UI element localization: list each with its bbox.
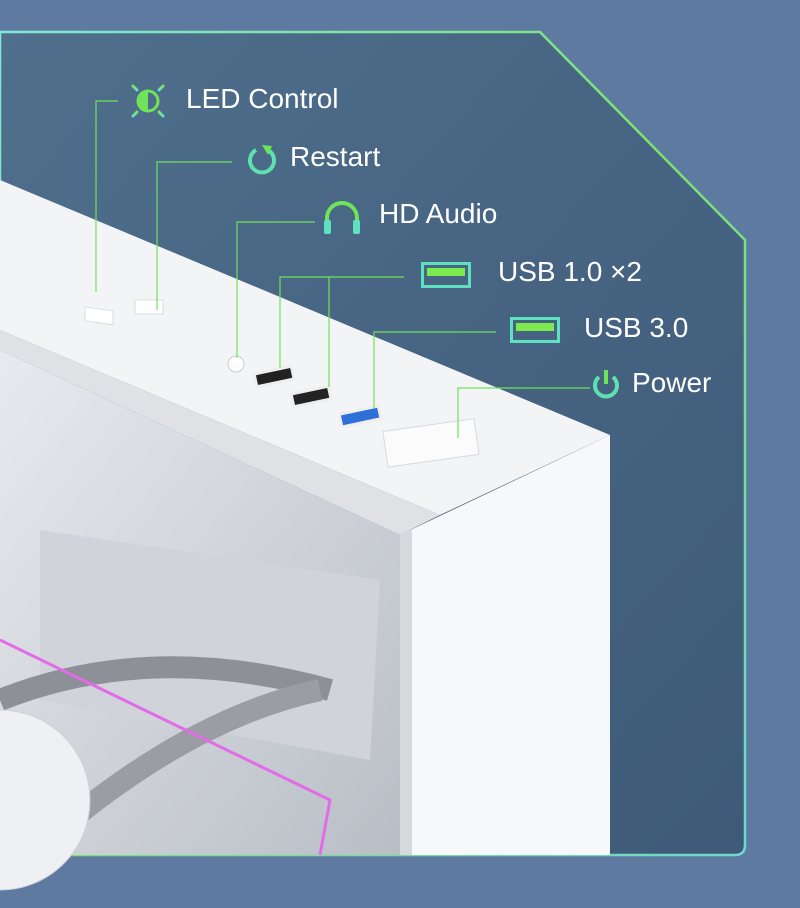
callout-usb-3: USB 3.0 — [584, 312, 689, 343]
usb-port-icon — [421, 262, 471, 288]
headphones-icon — [324, 201, 360, 234]
callout-hd-audio: HD Audio — [379, 198, 498, 229]
power-icon — [593, 370, 619, 399]
usb-port-icon — [510, 317, 560, 343]
callout-led-control: LED Control — [186, 83, 339, 114]
callout-restart: Restart — [290, 141, 381, 172]
case-front-panel — [400, 435, 610, 855]
leader-lines — [95, 100, 590, 438]
restart-icon — [248, 145, 276, 175]
callout-usb-1: USB 1.0 ×2 — [498, 256, 642, 287]
callout-power: Power — [632, 367, 712, 398]
brightness-icon — [124, 77, 172, 125]
